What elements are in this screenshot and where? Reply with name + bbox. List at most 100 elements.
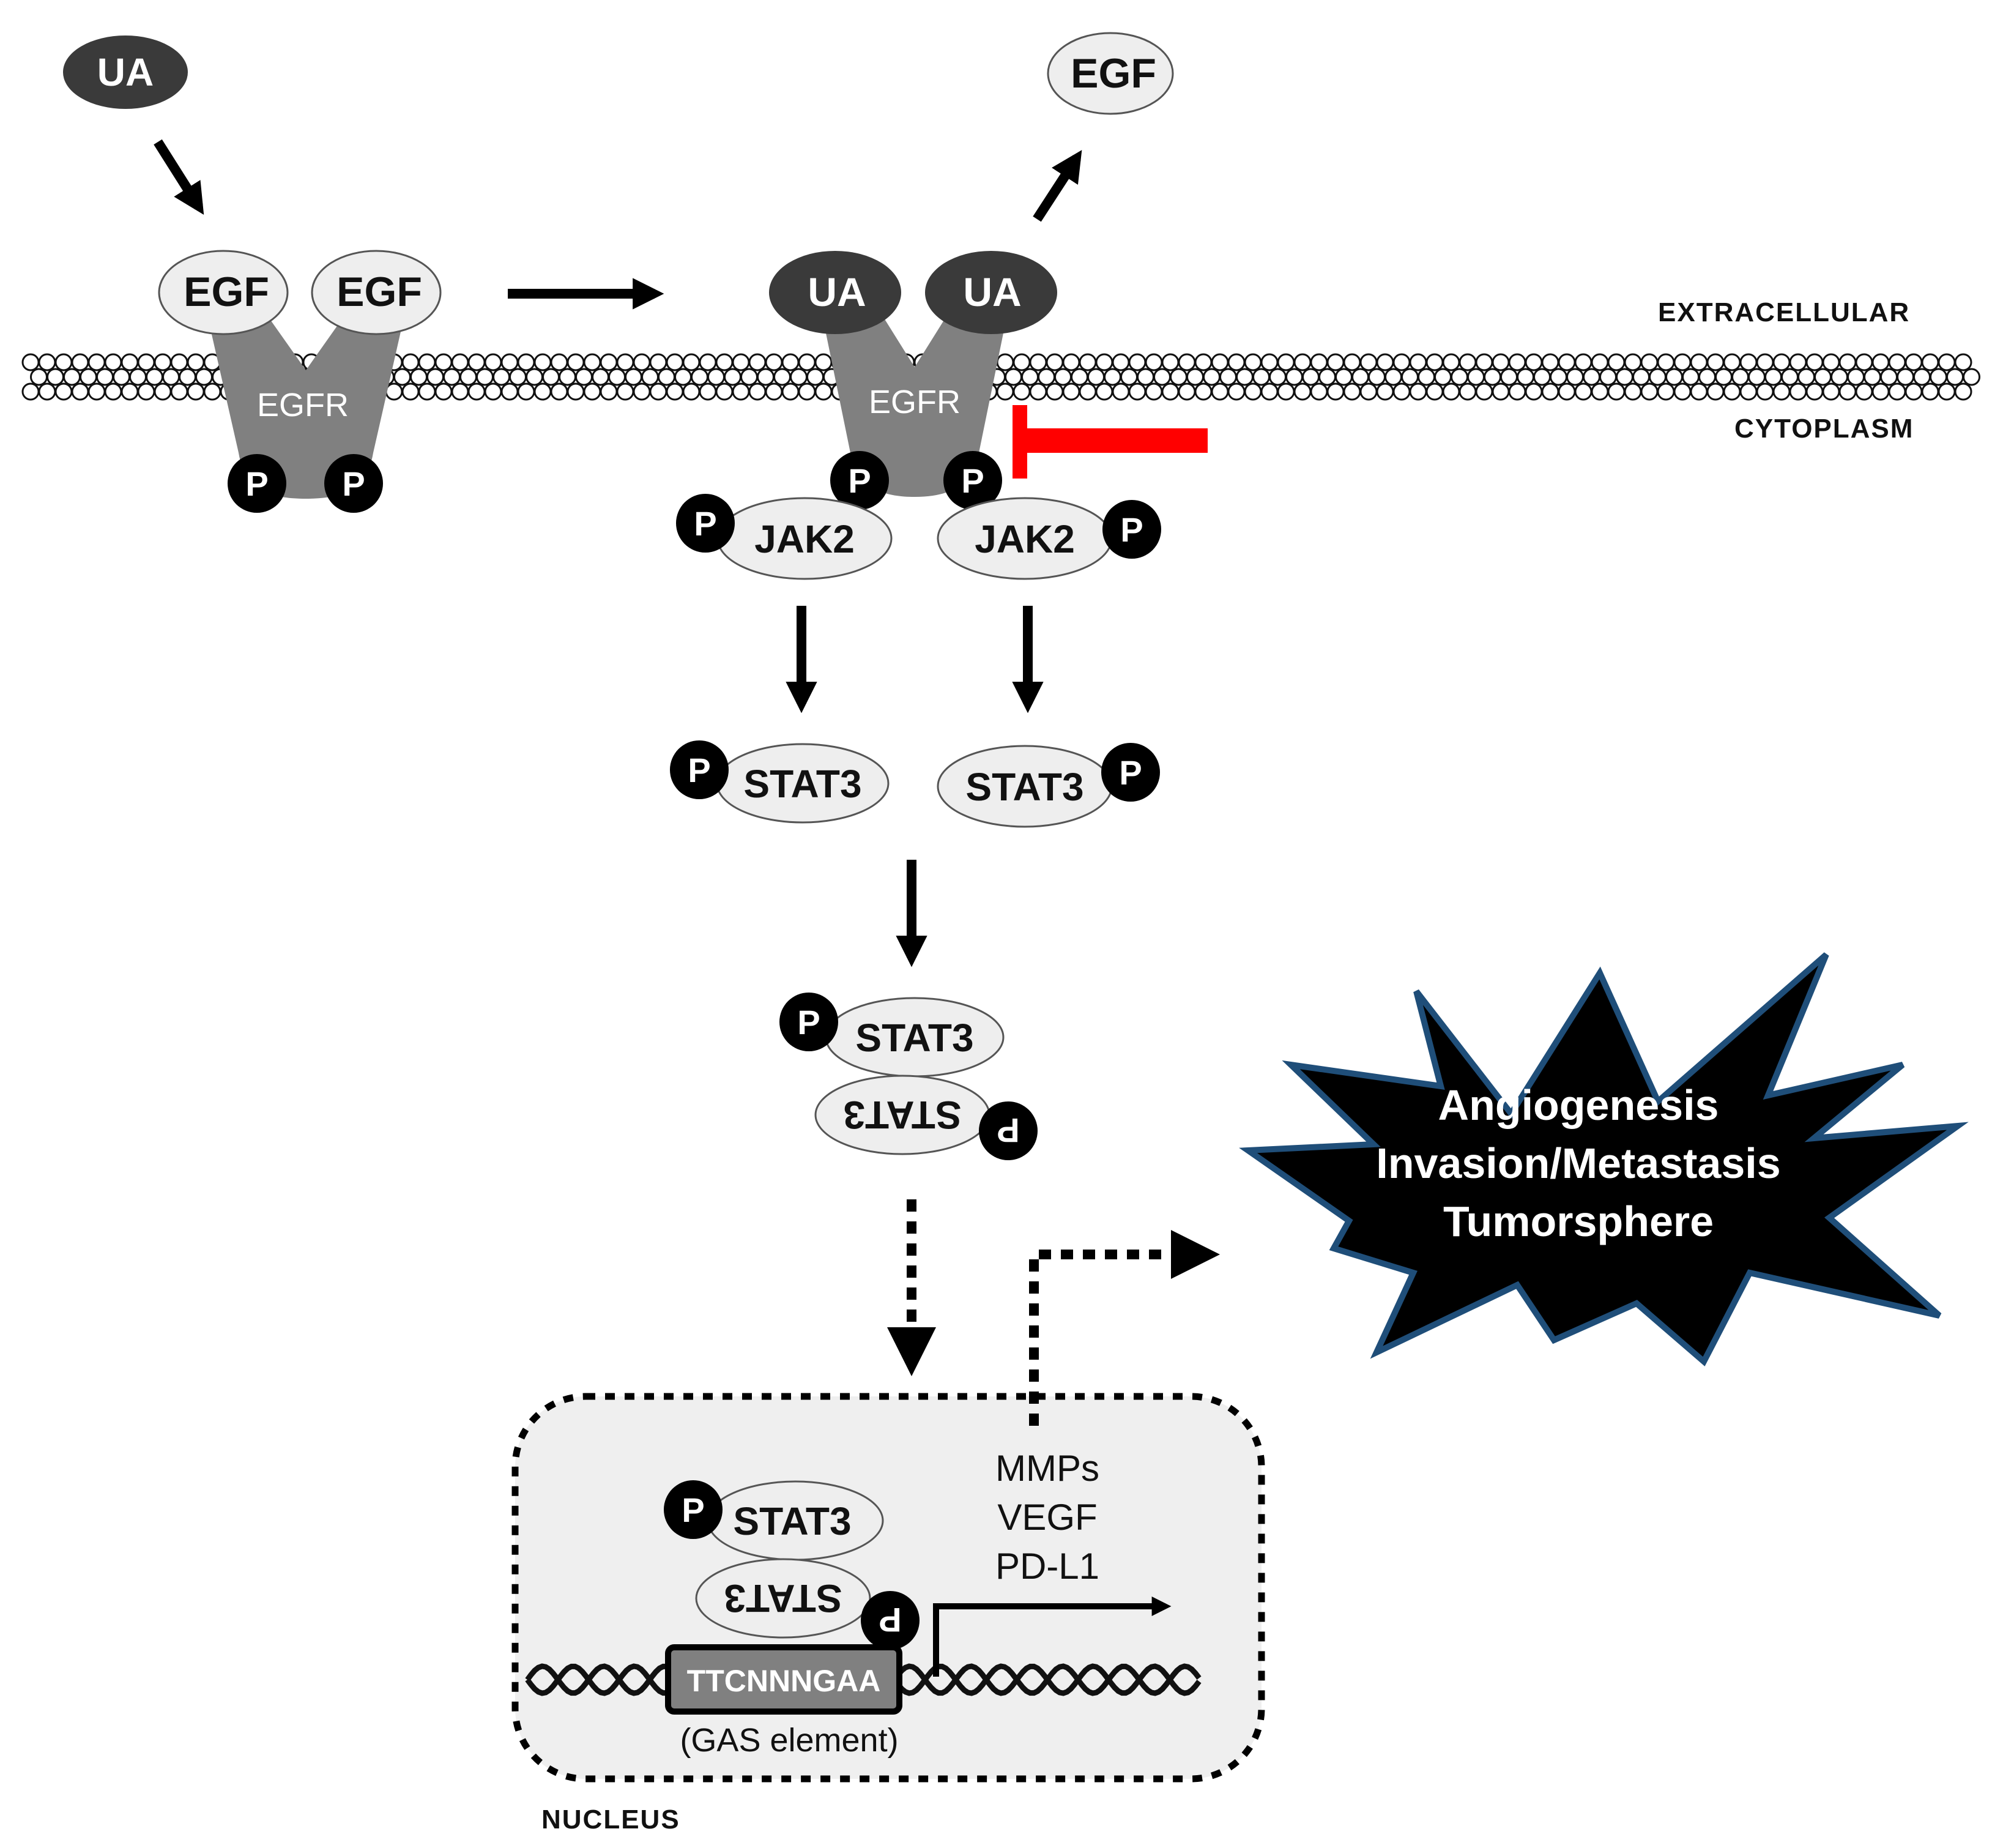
membrane-lipid — [1855, 353, 1873, 371]
membrane-lipid — [154, 382, 172, 401]
transcription-arrow — [933, 1596, 1172, 1677]
egf-bound-left-2: EGF — [311, 250, 442, 335]
phospho-dimer-bottom: P — [979, 1101, 1038, 1160]
membrane-lipid — [773, 368, 791, 386]
membrane-lipid — [129, 368, 147, 386]
outcome-angiogenesis: Angiogenesis — [1438, 1081, 1719, 1129]
membrane-lipid — [748, 382, 767, 401]
svg-text:EGF: EGF — [336, 269, 422, 315]
membrane-lipid — [600, 353, 618, 371]
membrane-lipid — [674, 368, 692, 386]
membrane-lipid — [1425, 353, 1444, 371]
membrane-lipid — [1772, 353, 1791, 371]
membrane-lipid — [1723, 353, 1741, 371]
inhibition-bar — [1013, 405, 1208, 479]
ua-bound-2: UA — [925, 251, 1057, 334]
membrane-lipid — [517, 353, 535, 371]
membrane-lipid — [550, 353, 568, 371]
membrane-lipid — [533, 353, 552, 371]
membrane-lipid — [1376, 353, 1394, 371]
membrane-lipid — [1442, 382, 1460, 401]
gas-element-box: TTCNNNGAA — [665, 1644, 902, 1715]
membrane-lipid — [1326, 353, 1345, 371]
membrane-lipid — [757, 368, 775, 386]
membrane-lipid — [1690, 353, 1708, 371]
stat3-right: STAT3 — [937, 745, 1113, 828]
membrane-lipid — [1359, 353, 1378, 371]
membrane-lipid — [467, 353, 486, 371]
membrane-lipid — [732, 382, 750, 401]
membrane-lipid — [1938, 353, 1956, 371]
membrane-lipid — [1632, 368, 1650, 386]
membrane-lipid — [658, 368, 675, 386]
egf-release-arrow — [1033, 150, 1082, 222]
svg-text:P: P — [694, 504, 716, 543]
membrane-lipid — [87, 382, 106, 401]
svg-text:TTCNNNGAA: TTCNNNGAA — [687, 1664, 881, 1698]
membrane-lipid — [1698, 368, 1716, 386]
membrane-lipid — [1178, 382, 1196, 401]
membrane-lipid — [1161, 382, 1180, 401]
svg-text:UA: UA — [808, 269, 866, 315]
membrane-lipid — [1442, 353, 1460, 371]
membrane-lipid — [418, 353, 436, 371]
membrane-lipid — [1071, 368, 1088, 386]
membrane-lipid — [385, 382, 403, 401]
membrane-lipid — [1425, 382, 1444, 401]
membrane-lipid — [1475, 382, 1493, 401]
membrane-lipid — [1624, 353, 1642, 371]
membrane-lipid — [434, 382, 453, 401]
membrane-lipid — [1459, 382, 1477, 401]
membrane-lipid — [542, 368, 560, 386]
ua-free-node: UA — [63, 35, 188, 109]
membrane-lipid — [113, 368, 130, 386]
svg-text:P: P — [797, 1003, 820, 1041]
membrane-lipid — [1665, 368, 1683, 386]
membrane-lipid — [1401, 368, 1419, 386]
membrane-lipid — [1459, 353, 1477, 371]
membrane-lipid — [1756, 353, 1774, 371]
membrane-lipid — [1277, 382, 1295, 401]
membrane-lipid — [1418, 368, 1435, 386]
membrane-lipid — [1541, 382, 1559, 401]
egf-bound-left-1: EGF — [158, 250, 289, 335]
membrane-lipid — [1607, 353, 1626, 371]
membrane-lipid — [1236, 368, 1254, 386]
membrane-lipid — [1574, 353, 1592, 371]
membrane-lipid — [1682, 368, 1700, 386]
membrane-lipid — [1260, 382, 1279, 401]
membrane-lipid — [1905, 353, 1923, 371]
membrane-lipid — [1194, 353, 1213, 371]
svg-text:STAT3: STAT3 — [743, 762, 861, 806]
membrane-lipid — [154, 353, 172, 371]
membrane-lipid — [451, 382, 469, 401]
svg-text:P: P — [682, 1491, 704, 1529]
membrane-lipid — [1905, 382, 1923, 401]
svg-text:EGF: EGF — [184, 269, 269, 315]
membrane-lipid — [187, 353, 205, 371]
svg-text:JAK2: JAK2 — [754, 517, 855, 561]
membrane-lipid — [1046, 353, 1064, 371]
svg-text:P: P — [1119, 753, 1142, 792]
svg-text:P: P — [879, 1601, 901, 1639]
membrane-lipid — [1227, 353, 1246, 371]
egfr-left-label: EGFR — [257, 387, 349, 423]
membrane-lipid — [1855, 382, 1873, 401]
membrane-lipid — [1368, 368, 1386, 386]
membrane-lipid — [1913, 368, 1931, 386]
svg-text:STAT3: STAT3 — [733, 1499, 851, 1543]
svg-text:STAT3: STAT3 — [724, 1576, 842, 1620]
membrane-lipid — [550, 382, 568, 401]
gas-element-label: (GAS element) — [680, 1722, 898, 1759]
membrane-lipid — [1963, 368, 1980, 386]
membrane-lipid — [1748, 368, 1766, 386]
membrane-lipid — [1574, 382, 1592, 401]
membrane-lipid — [1054, 368, 1072, 386]
membrane-lipid — [517, 382, 535, 401]
membrane-lipid — [1500, 368, 1518, 386]
membrane-lipid — [1269, 368, 1287, 386]
membrane-lipid — [1814, 368, 1832, 386]
outcome-invasion-metastasis: Invasion/Metastasis — [1376, 1139, 1780, 1187]
membrane-lipid — [1566, 368, 1584, 386]
membrane-lipid — [434, 353, 453, 371]
